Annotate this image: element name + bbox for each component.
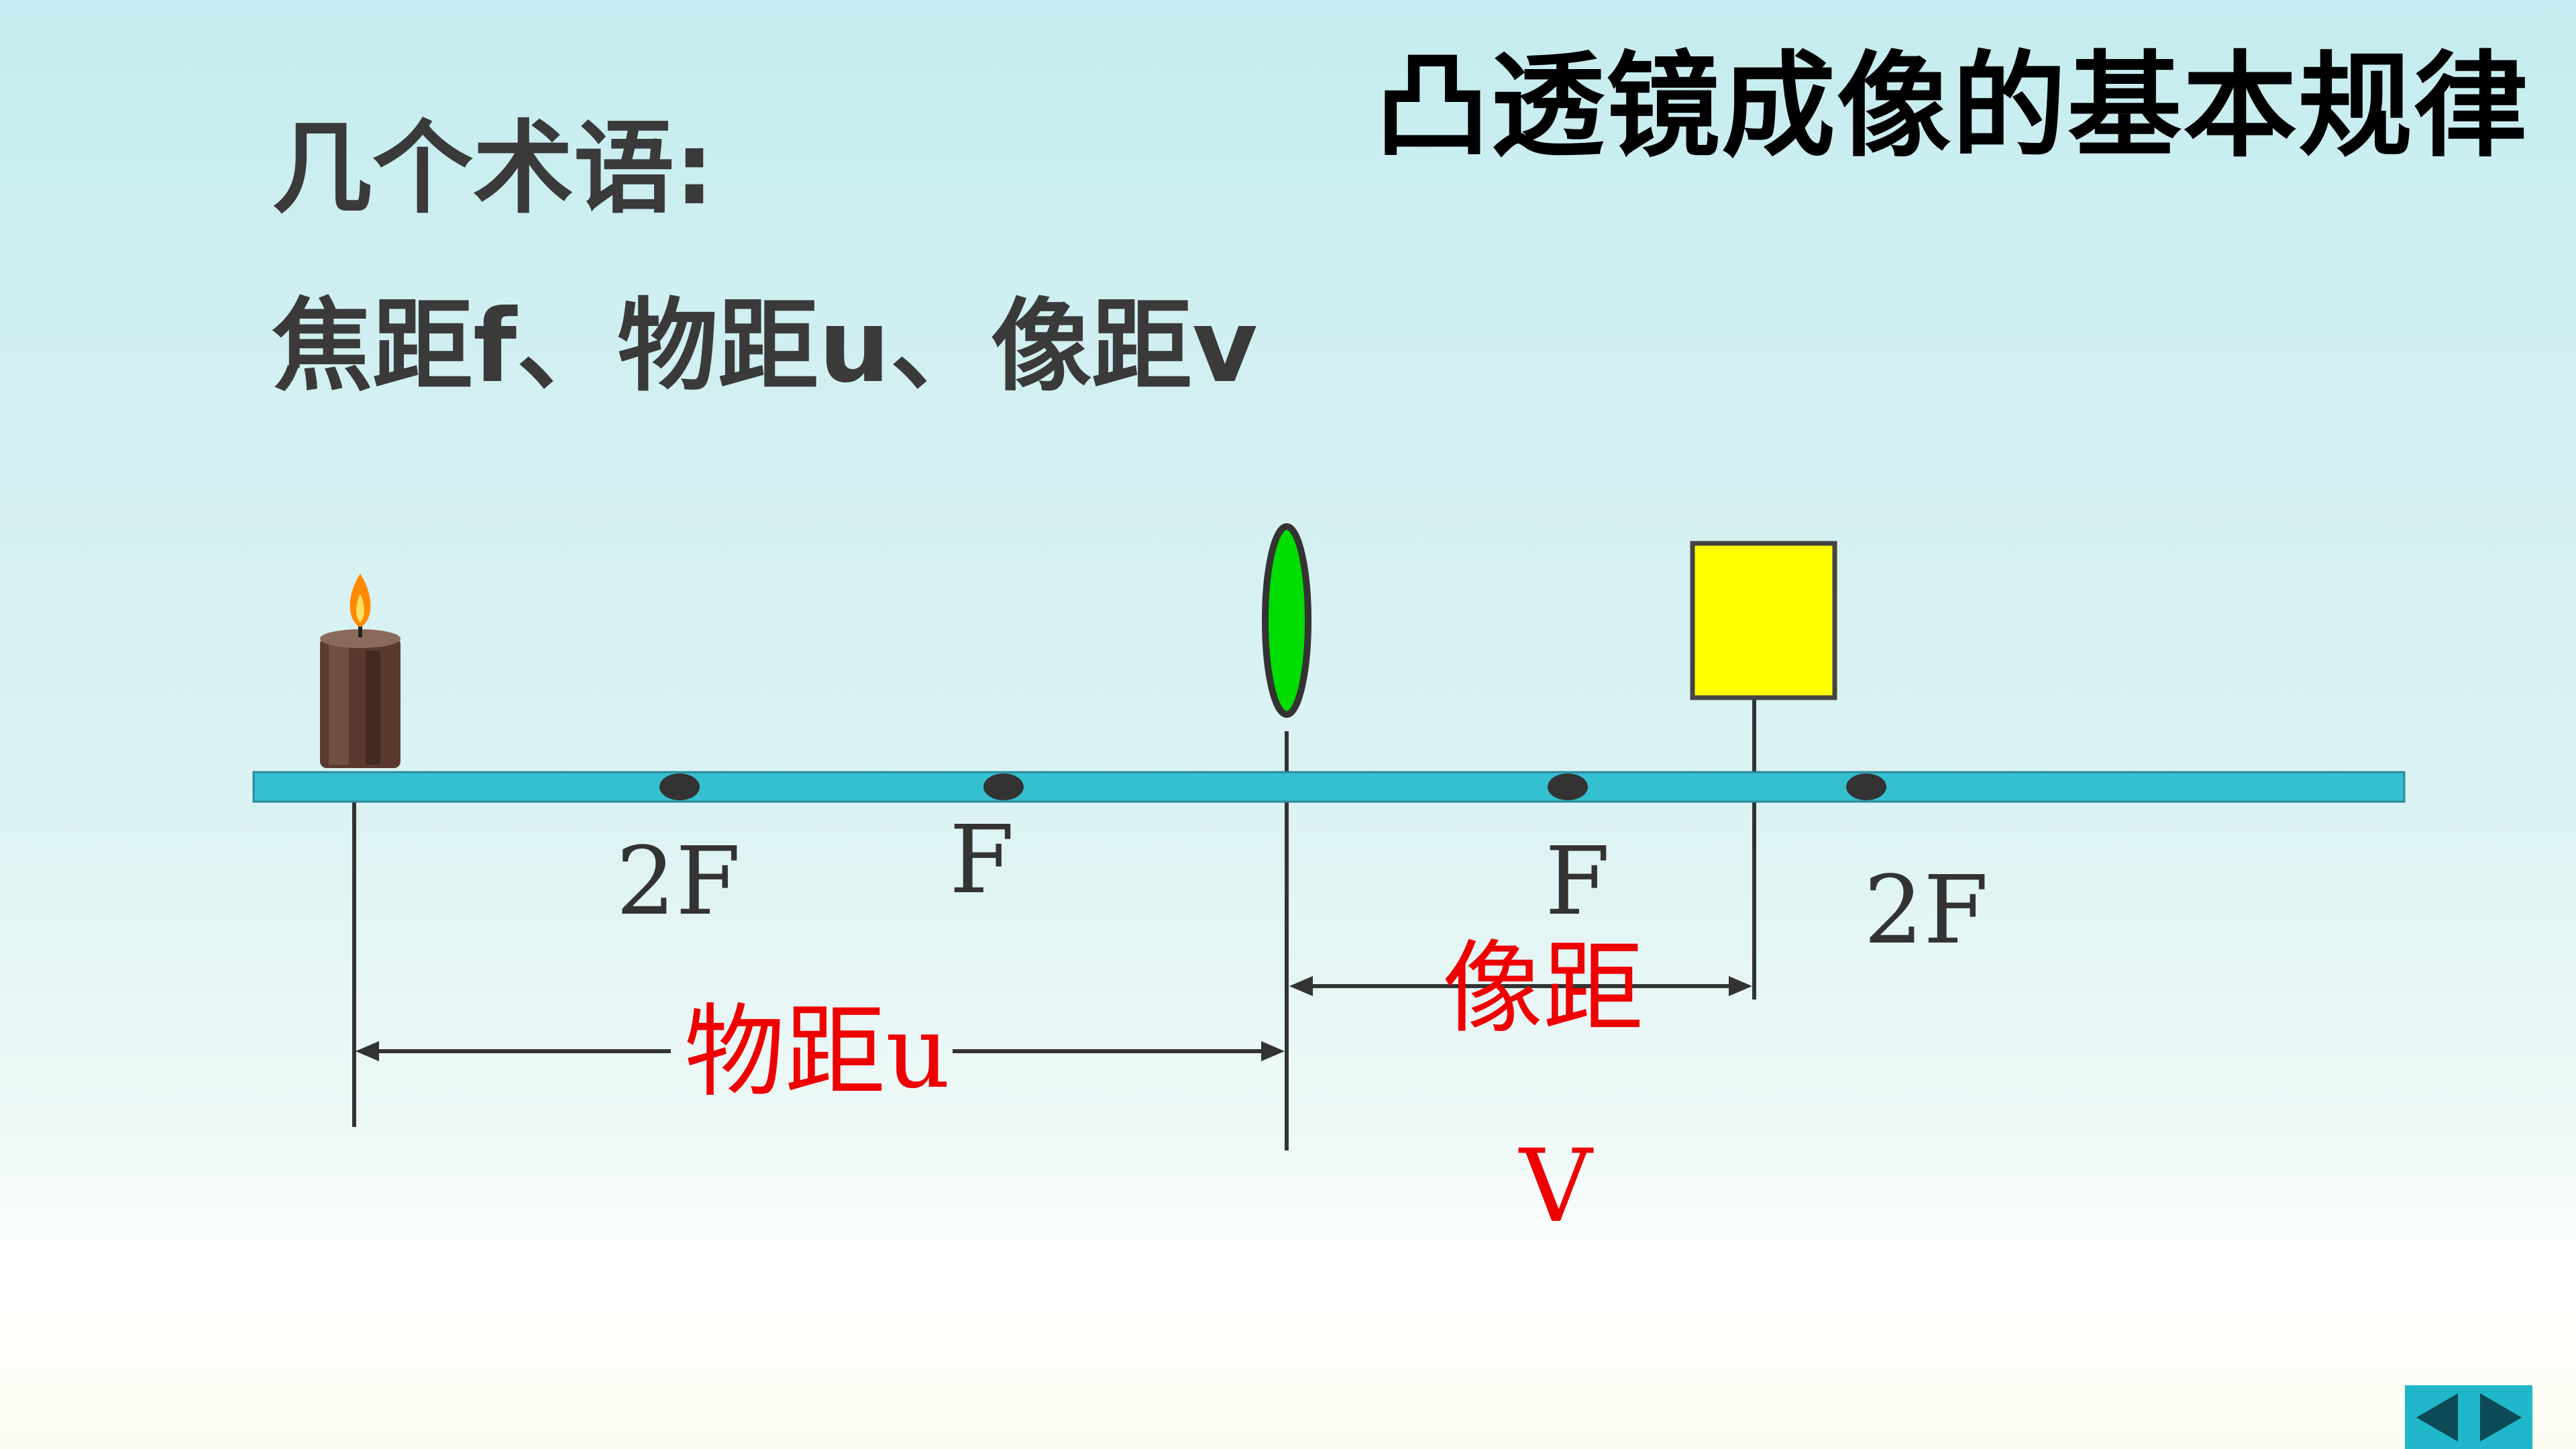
focal-point-f-right [1548, 773, 1588, 800]
optical-axis [252, 771, 2406, 803]
label-2f-right: 2F [1864, 856, 1988, 965]
terms-list: 焦距f、物距u、像距v [272, 288, 1258, 405]
image-distance-arrow [1289, 976, 1752, 996]
focal-point-f-left [983, 773, 1024, 800]
label-f-left: F [949, 806, 1014, 915]
object-distance-label: 物距u [684, 994, 951, 1111]
slide-navigation [2405, 1385, 2532, 1449]
image-distance-label: 像距 [1442, 930, 1644, 1047]
focal-point-2f-right [1846, 773, 1886, 800]
label-f-right: F [1545, 827, 1610, 936]
image-screen [1690, 541, 1837, 700]
previous-arrow-icon[interactable] [2416, 1393, 2458, 1442]
candle-object [320, 574, 400, 768]
next-arrow-icon[interactable] [2479, 1393, 2522, 1442]
page-title: 凸透镜成像的基本规律 [1375, 40, 2530, 173]
object-distance-arrow [356, 1041, 1285, 1061]
image-distance-symbol: V [1518, 1128, 1594, 1245]
terms-heading: 几个术语: [272, 111, 714, 227]
label-2f-left: 2F [616, 827, 741, 936]
focal-point-2f-left [659, 773, 700, 800]
convex-lens [1262, 523, 1311, 718]
